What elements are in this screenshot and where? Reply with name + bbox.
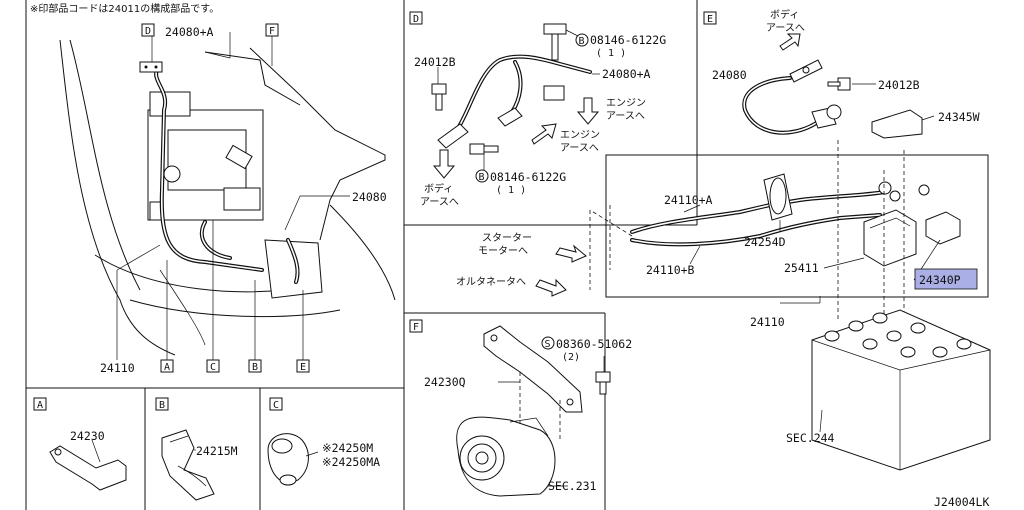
svg-text:F: F [269,26,275,37]
label-alternator: オルタネータへ [456,276,526,288]
label-body-earth-D-a: ボディ [424,182,453,195]
label-screw-qty: (2) [562,352,580,363]
label-24110-main: 24110 [100,361,135,375]
callout-D-main: D [141,23,155,37]
svg-text:E: E [300,362,306,373]
svg-text:A: A [37,400,43,411]
label-24215M: 24215M [196,444,238,458]
label-engine-earth-1b: アースへ [606,111,645,122]
label-24250M: ※24250M [322,441,373,455]
svg-text:B: B [159,400,165,411]
label-24012B-D: 24012B [414,55,456,69]
label-engine-earth-2b: アースへ [560,143,599,154]
label-25411: 25411 [784,261,819,275]
label-24340P: 24340P [919,273,961,287]
svg-text:D: D [413,14,419,25]
label-24345W: 24345W [938,110,980,124]
label-24250MA: ※24250MA [322,455,380,469]
diagram-code: J24004LK [934,495,989,509]
highlight-24340P[interactable]: 24340P [914,268,978,290]
highlight-box-24340P [914,268,978,290]
label-24230Q: 24230Q [424,375,466,389]
panel-B: B [155,397,215,501]
label-24110-battery: 24110 [750,315,785,329]
label-24080-main: 24080 [352,190,387,204]
svg-text:D: D [145,26,151,37]
label-bolt-qty-2: ( 1 ) [496,185,526,196]
label-sec244: SEC.244 [786,431,835,445]
label-24080A-D: 24080+A [602,67,651,81]
screw-marker-F: S [541,336,555,350]
callout-B-main: B [248,359,262,373]
label-24110A: 24110+A [664,193,713,207]
label-24254D: 24254D [744,235,786,249]
label-starter-a: スターター [482,232,532,244]
callout-E-main: E [296,359,310,373]
svg-text:B: B [479,172,485,183]
panel-E: E [703,11,935,139]
bolt-marker-D2: B [475,169,489,183]
callout-C-main: C [206,359,220,373]
svg-text:B: B [579,36,585,47]
panel-D: D [409,11,600,179]
label-body-earth-E-a: ボディ [770,8,799,21]
label-screw-08360-51062: 08360-51062 [556,337,632,351]
label-engine-earth-1a: エンジン [606,98,646,109]
battery-cable-group [535,140,961,330]
label-24230: 24230 [70,429,105,443]
svg-text:E: E [707,14,713,25]
label-body-earth-D-b: アースへ [420,197,459,208]
label-sec231: SEC.231 [548,479,597,493]
svg-text:C: C [273,400,279,411]
battery [811,309,991,471]
callout-A-main: A [160,359,174,373]
panel-F: F [409,319,611,497]
label-24110B: 24110+B [646,263,695,277]
svg-text:F: F [413,322,419,333]
panel-C: C [267,397,319,486]
label-starter-b: モーターへ [478,245,528,257]
label-bolt-08146-6122G-2: 08146-6122G [490,170,566,184]
panel-A: A [33,397,127,491]
header-note: ※印部品コードは24011の構成部品です。 [30,2,219,15]
panel-frames [25,0,989,510]
label-engine-earth-2a: エンジン [560,130,600,141]
label-body-earth-E-b: アースへ [766,23,805,34]
svg-text:B: B [252,362,258,373]
svg-text:S: S [545,339,551,350]
svg-text:C: C [210,362,216,373]
bolt-marker-D1: B [575,33,589,47]
label-24080A-main: 24080+A [165,25,214,39]
label-bolt-08146-6122G-1: 08146-6122G [590,33,666,47]
callout-F-main: F [265,23,279,37]
main-engine-view [59,32,396,360]
label-24012B-E: 24012B [878,78,920,92]
svg-text:A: A [164,362,170,373]
label-24080-E: 24080 [712,68,747,82]
label-bolt-qty-1: ( 1 ) [596,48,626,59]
